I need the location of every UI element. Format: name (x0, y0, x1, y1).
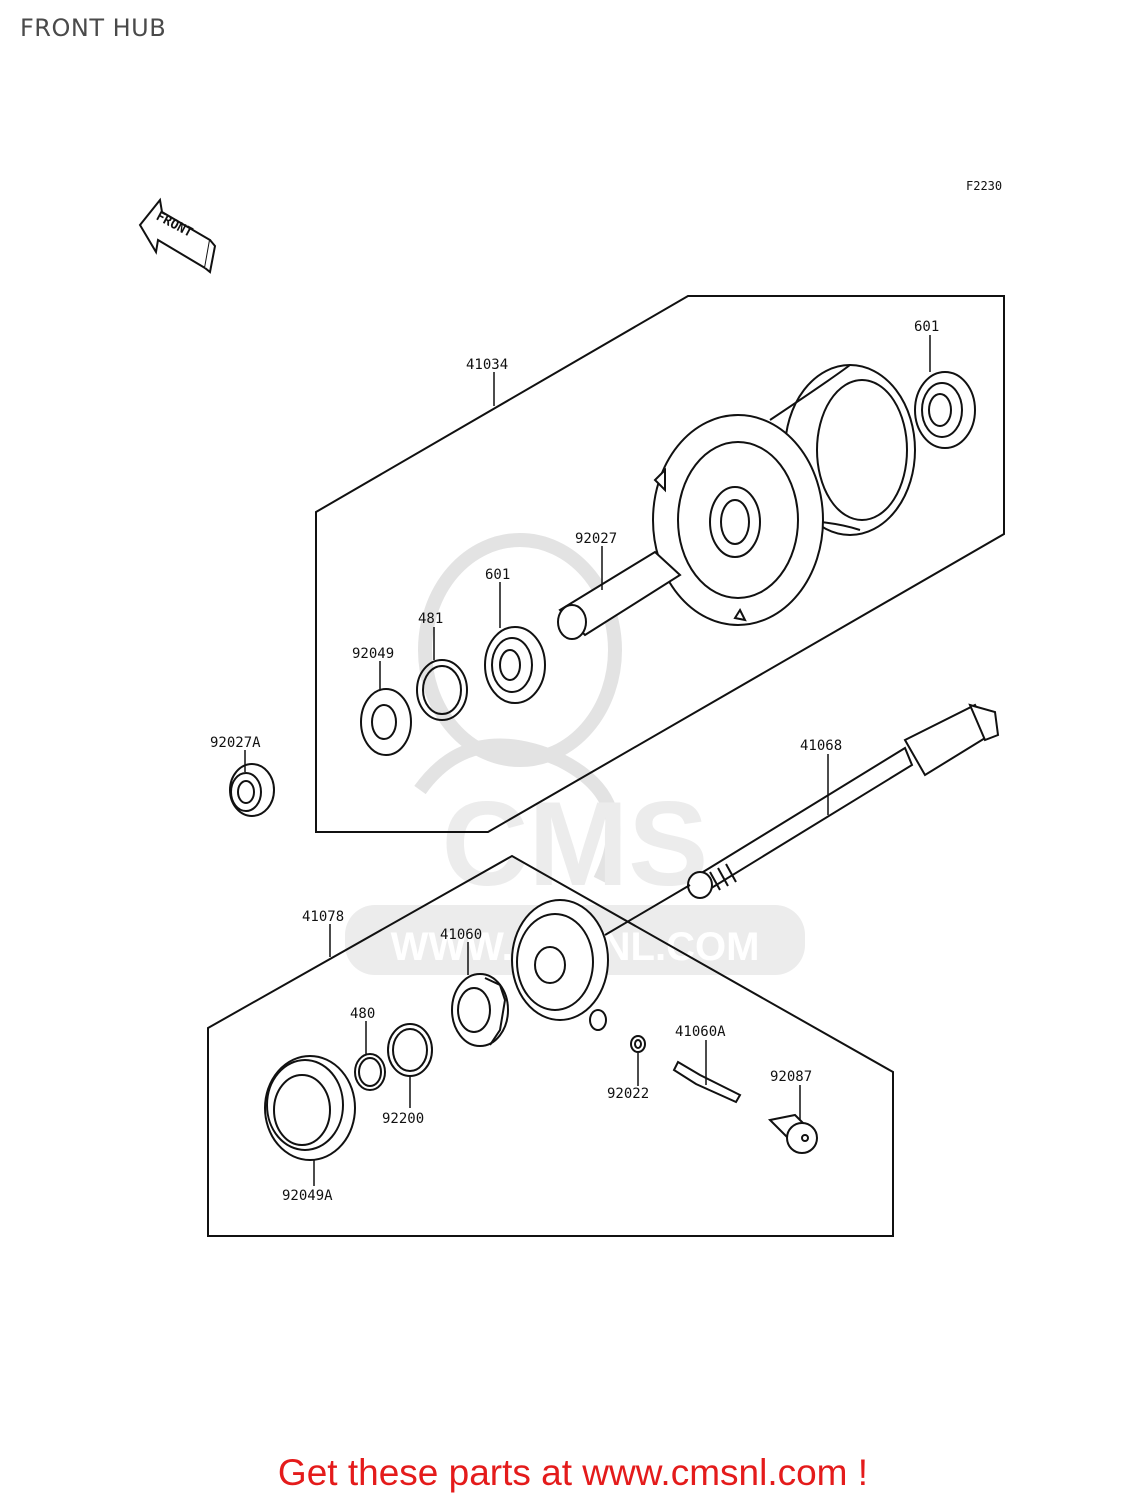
seal-92049A (264, 1055, 356, 1161)
brake-panel-drawing (511, 899, 609, 1031)
label-92087: 92087 (770, 1069, 812, 1085)
watermark-text: CMS (442, 777, 709, 911)
label-92022: 92022 (607, 1086, 649, 1102)
brake-panel-outline (207, 854, 894, 1237)
parts-shop-link[interactable]: Get these parts at www.cmsnl.com ! (277, 1452, 869, 1493)
plug-92087 (767, 1113, 818, 1154)
hub-assembly-outline (315, 295, 1005, 833)
label-41060: 41060 (440, 927, 482, 943)
label-41060A: 41060A (675, 1024, 726, 1040)
figure-code: F2230 (966, 179, 1003, 193)
bearing-601-upper (914, 371, 976, 449)
label-41078: 41078 (302, 909, 344, 925)
label-601-lower: 601 (485, 567, 510, 583)
label-481: 481 (418, 611, 443, 627)
seal-92049 (360, 688, 412, 756)
bearing-601-lower (484, 626, 546, 704)
spacer-92027 (557, 550, 682, 640)
collar-92027A (229, 763, 275, 817)
leader-lines (244, 335, 931, 1186)
gear-41060 (451, 973, 509, 1047)
axle-41068 (604, 703, 1000, 936)
washer-92200 (387, 1023, 433, 1077)
label-41034: 41034 (466, 357, 508, 373)
pinion-41060A (672, 1060, 742, 1104)
circlip-481 (416, 659, 468, 721)
hub-drawing (652, 364, 916, 626)
front-arrow-icon: FRONT (138, 197, 217, 274)
page-title: FRONT HUB (20, 14, 167, 42)
label-41068: 41068 (800, 738, 842, 754)
label-601-upper: 601 (914, 319, 939, 335)
label-92027: 92027 (575, 531, 617, 547)
label-92027A: 92027A (210, 735, 261, 751)
label-92049: 92049 (352, 646, 394, 662)
retainer-480 (354, 1053, 386, 1091)
label-92200: 92200 (382, 1111, 424, 1127)
label-480: 480 (350, 1006, 375, 1022)
label-92049A: 92049A (282, 1188, 333, 1204)
washer-92022 (630, 1035, 646, 1053)
